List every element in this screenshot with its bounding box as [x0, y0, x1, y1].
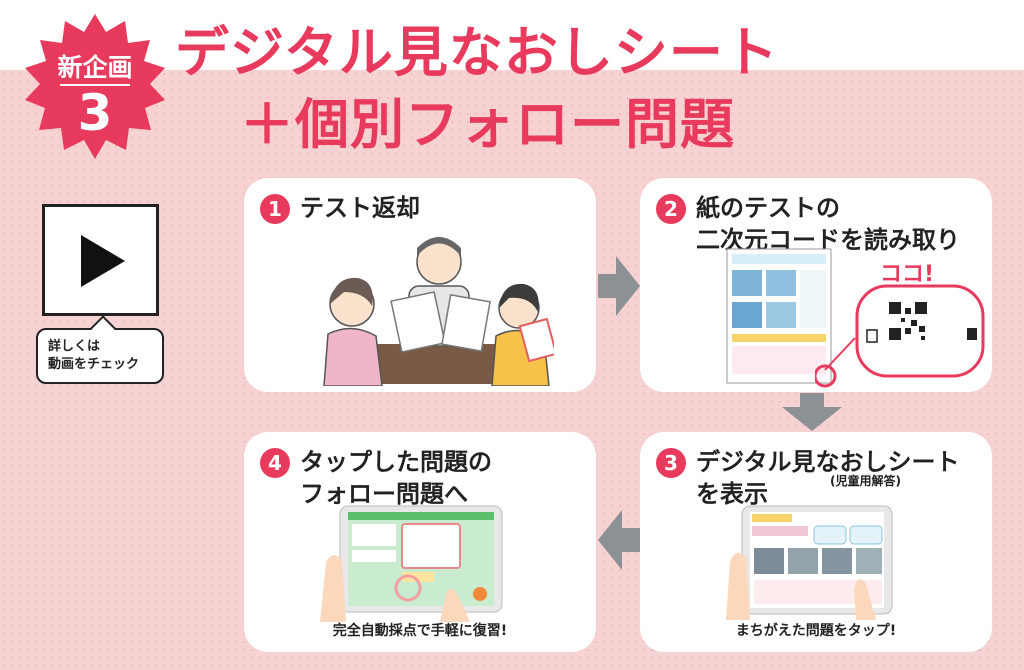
- step-number: 2: [656, 194, 686, 224]
- step-number: 3: [656, 448, 686, 478]
- badge-number: 3: [77, 84, 113, 142]
- qr-code-zoom-illustration: [815, 284, 985, 388]
- step-title: テスト返却: [300, 194, 420, 222]
- test-paper-illustration: [726, 248, 832, 384]
- arrow-right-icon: [598, 256, 640, 316]
- badge-label: 新企画: [57, 53, 133, 82]
- step-number: 1: [260, 194, 290, 224]
- step-title-line2: フォロー問題へ: [300, 480, 468, 508]
- video-caption-line2: 動画をチェック: [48, 357, 140, 372]
- step-card-4: 4 タップした問題の フォロー問題へ 完全自動採点で手軽に復習!: [244, 432, 596, 652]
- new-plan-badge: 新企画 3: [20, 12, 170, 162]
- step-caption: まちがえた問題をタップ!: [735, 623, 897, 639]
- play-icon: [81, 235, 125, 287]
- badge-divider: [60, 84, 130, 86]
- step-card-2: 2 紙のテストの 二次元コードを読み取り ココ!: [640, 178, 992, 392]
- page-title-line1: デジタル見なおしシート: [175, 21, 779, 84]
- tablet-follow-up-illustration: [320, 505, 503, 622]
- arrow-left-icon: [598, 510, 640, 570]
- qr-callout-label: ココ!: [880, 262, 935, 287]
- step-title: タップした問題の フォロー問題へ: [300, 446, 492, 510]
- tablet-review-sheet-illustration: [726, 505, 893, 620]
- step-subtitle: (児童用解答): [830, 474, 901, 488]
- step-title-line2: を表示: [696, 480, 768, 508]
- step-card-1: 1 テスト返却: [244, 178, 596, 392]
- video-caption-bubble: 詳しくは 動画をチェック: [36, 315, 164, 384]
- arrow-down-icon: [782, 393, 842, 431]
- step-card-3: 3 デジタル見なおしシート を表示 (児童用解答) まちがえた問題をタップ!: [640, 432, 992, 652]
- step-title: 紙のテストの 二次元コードを読み取り: [696, 192, 960, 256]
- step-caption: 完全自動採点で手軽に復習!: [332, 623, 508, 639]
- step-title: デジタル見なおしシート を表示: [696, 446, 960, 510]
- step-title-line1: デジタル見なおしシート: [696, 448, 960, 476]
- step-title-line1: タップした問題の: [300, 448, 492, 476]
- teacher-students-illustration: [323, 237, 554, 386]
- step-title-line1: 紙のテストの: [696, 194, 840, 222]
- video-caption: 詳しくは 動画をチェック: [48, 338, 139, 374]
- video-caption-line1: 詳しくは: [48, 339, 101, 354]
- step-number: 4: [260, 448, 290, 478]
- page-title-line2: ＋個別フォロー問題: [240, 93, 735, 156]
- starburst-icon: [25, 14, 165, 159]
- video-play-button[interactable]: [42, 204, 159, 316]
